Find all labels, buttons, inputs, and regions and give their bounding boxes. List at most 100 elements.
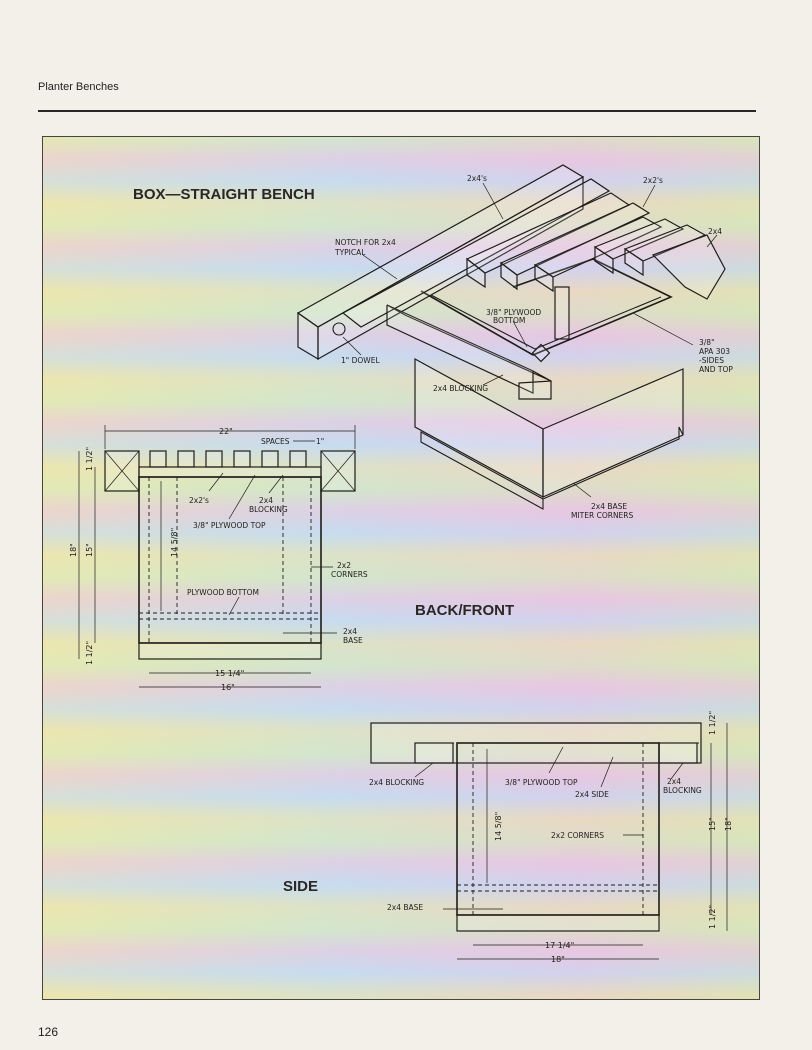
label-side-dim-18-bottom: 18" (551, 955, 565, 964)
label-side-base: 2x4 BASE (387, 903, 423, 912)
isometric-view: 2x4's 2x2's 2x4 NOTCH FOR 2x4 TYPICAL 3/… (296, 164, 733, 520)
corner-post-base (531, 343, 551, 363)
back-front-view: 22" SPACES 1" 18" 15" 1 (69, 425, 368, 692)
bf-2x2-6 (289, 450, 307, 468)
leader-bf-2x2s (208, 472, 224, 492)
leader-2x2s (642, 184, 656, 208)
label-side-dim-18: 18" (724, 817, 733, 831)
label-bf-corners-1: 2x2 (337, 561, 351, 570)
plywood-top-outline (420, 258, 673, 356)
bf-2x2-5 (261, 450, 279, 468)
leader-side-blocking-left (414, 762, 434, 778)
label-apa-3: -SIDES (699, 356, 724, 365)
leader-side-blocking-right (670, 762, 684, 780)
dowel-end (332, 322, 346, 336)
bf-2x2-3 (205, 450, 223, 468)
label-bf-dim-18: 18" (69, 543, 78, 557)
leader-2x4s (482, 182, 504, 220)
label-side-plywood-top: 3/8" PLYWOOD TOP (505, 778, 578, 787)
slat-2x4-end (651, 234, 726, 300)
leader-side-side (600, 756, 614, 788)
label-bf-base-2: BASE (343, 636, 363, 645)
slat-2x4-b (341, 178, 611, 328)
side-base (456, 914, 660, 932)
label-side-blocking-right-1: 2x4 (667, 777, 681, 786)
label-bf-corners-2: CORNERS (331, 570, 368, 579)
label-side-blocking-left: 2x4 BLOCKING (369, 778, 424, 787)
label-dowel: 1" DOWEL (341, 356, 380, 365)
side-view: 15" 18" 1 1/2" 1 1/2" 14 5/8" 2x4 BLOCKI… (369, 711, 733, 964)
bf-2x2-2 (177, 450, 195, 468)
label-bf-plywood-bottom: PLYWOOD BOTTOM (187, 588, 259, 597)
label-notch-2: TYPICAL (334, 248, 366, 257)
label-notch-1: NOTCH FOR 2x4 (335, 238, 396, 247)
iso-base-side (542, 426, 684, 500)
slat-2x2-a-end (466, 257, 486, 289)
label-bf-2x2s: 2x2's (189, 496, 209, 505)
label-apa-4: AND TOP (699, 365, 733, 374)
label-iso-2x4: 2x4 (708, 227, 722, 236)
slat-2x4-a-side (317, 175, 584, 361)
header-rule (38, 110, 756, 112)
main-title: BOX—STRAIGHT BENCH (133, 186, 315, 203)
leader-base (572, 482, 592, 498)
label-side-dim-14: 14 5/8" (494, 812, 503, 841)
leader-bf-plywood-bottom (228, 596, 240, 616)
bf-2x4-right-x2 (320, 450, 356, 492)
label-bf-blocking-2: BLOCKING (249, 505, 288, 514)
bf-2x4-left-x2 (104, 450, 140, 492)
leader-apa (632, 312, 694, 346)
label-side-corners: 2x2 CORNERS (551, 831, 604, 840)
iso-blocking-end (518, 380, 552, 400)
bf-box (138, 476, 322, 644)
bf-blocking (138, 466, 322, 478)
back-front-title: BACK/FRONT (415, 602, 514, 619)
slat-2x2-d-end (594, 245, 614, 275)
label-side-side: 2x4 SIDE (575, 790, 609, 799)
label-side-blocking-right-2: BLOCKING (663, 786, 702, 795)
leader-blocking (482, 374, 504, 386)
bf-2x2-1 (149, 450, 167, 468)
label-bf-plywood-top: 3/8" PLYWOOD TOP (193, 521, 266, 530)
page-number: 126 (38, 1025, 59, 1039)
bf-base (138, 642, 322, 660)
label-bf-blocking-1: 2x4 (259, 496, 273, 505)
side-title: SIDE (283, 878, 318, 895)
label-apa-1: 3/8" (699, 338, 715, 347)
label-bf-dim-15: 15" (85, 543, 94, 557)
leader-plywood-bottom (512, 320, 528, 348)
label-dim-22: 22" (219, 427, 233, 436)
label-bf-dim-half-bottom: 1 1/2" (85, 641, 94, 665)
side-blocking-right (658, 742, 698, 764)
slat-2x2-b-end (500, 261, 518, 291)
iso-base-front (420, 431, 544, 510)
corner-post (554, 286, 570, 340)
label-apa-2: APA 303 (699, 347, 730, 356)
drawing-panel: BOX—STRAIGHT BENCH (42, 136, 760, 1000)
label-iso-2x4s: 2x4's (467, 174, 487, 183)
box-side-face (542, 368, 684, 498)
bf-2x2-row (149, 450, 307, 468)
label-plywood-bottom-1: 3/8" PLYWOOD (486, 308, 541, 317)
leader-dowel (342, 336, 362, 356)
label-iso-base-2: MITER CORNERS (571, 511, 634, 520)
leader-bf-blocking (268, 474, 284, 494)
leader-side-plywood-top (548, 746, 564, 774)
bf-2x2-4 (233, 450, 251, 468)
label-bf-base-1: 2x4 (343, 627, 357, 636)
label-space-val: 1" (316, 437, 324, 446)
leader-bf-plywood-top (228, 474, 256, 520)
label-iso-base-1: 2x4 BASE (591, 502, 627, 511)
side-blocking-left (414, 742, 454, 764)
label-side-dim-15: 15" (708, 817, 717, 831)
label-side-dim-17: 17 1/4" (545, 941, 574, 950)
label-iso-2x2s: 2x2's (643, 176, 663, 185)
slat-2x2-e-end (624, 247, 644, 277)
label-bf-dim-16: 16" (221, 683, 235, 692)
label-iso-blocking: 2x4 BLOCKING (433, 384, 488, 393)
plywood-top-inner (430, 294, 662, 350)
page-header: Planter Benches (38, 81, 119, 93)
leader-2x4 (706, 234, 718, 248)
leader-notch (362, 254, 398, 280)
label-side-dim-half-bottom: 1 1/2" (708, 905, 717, 929)
